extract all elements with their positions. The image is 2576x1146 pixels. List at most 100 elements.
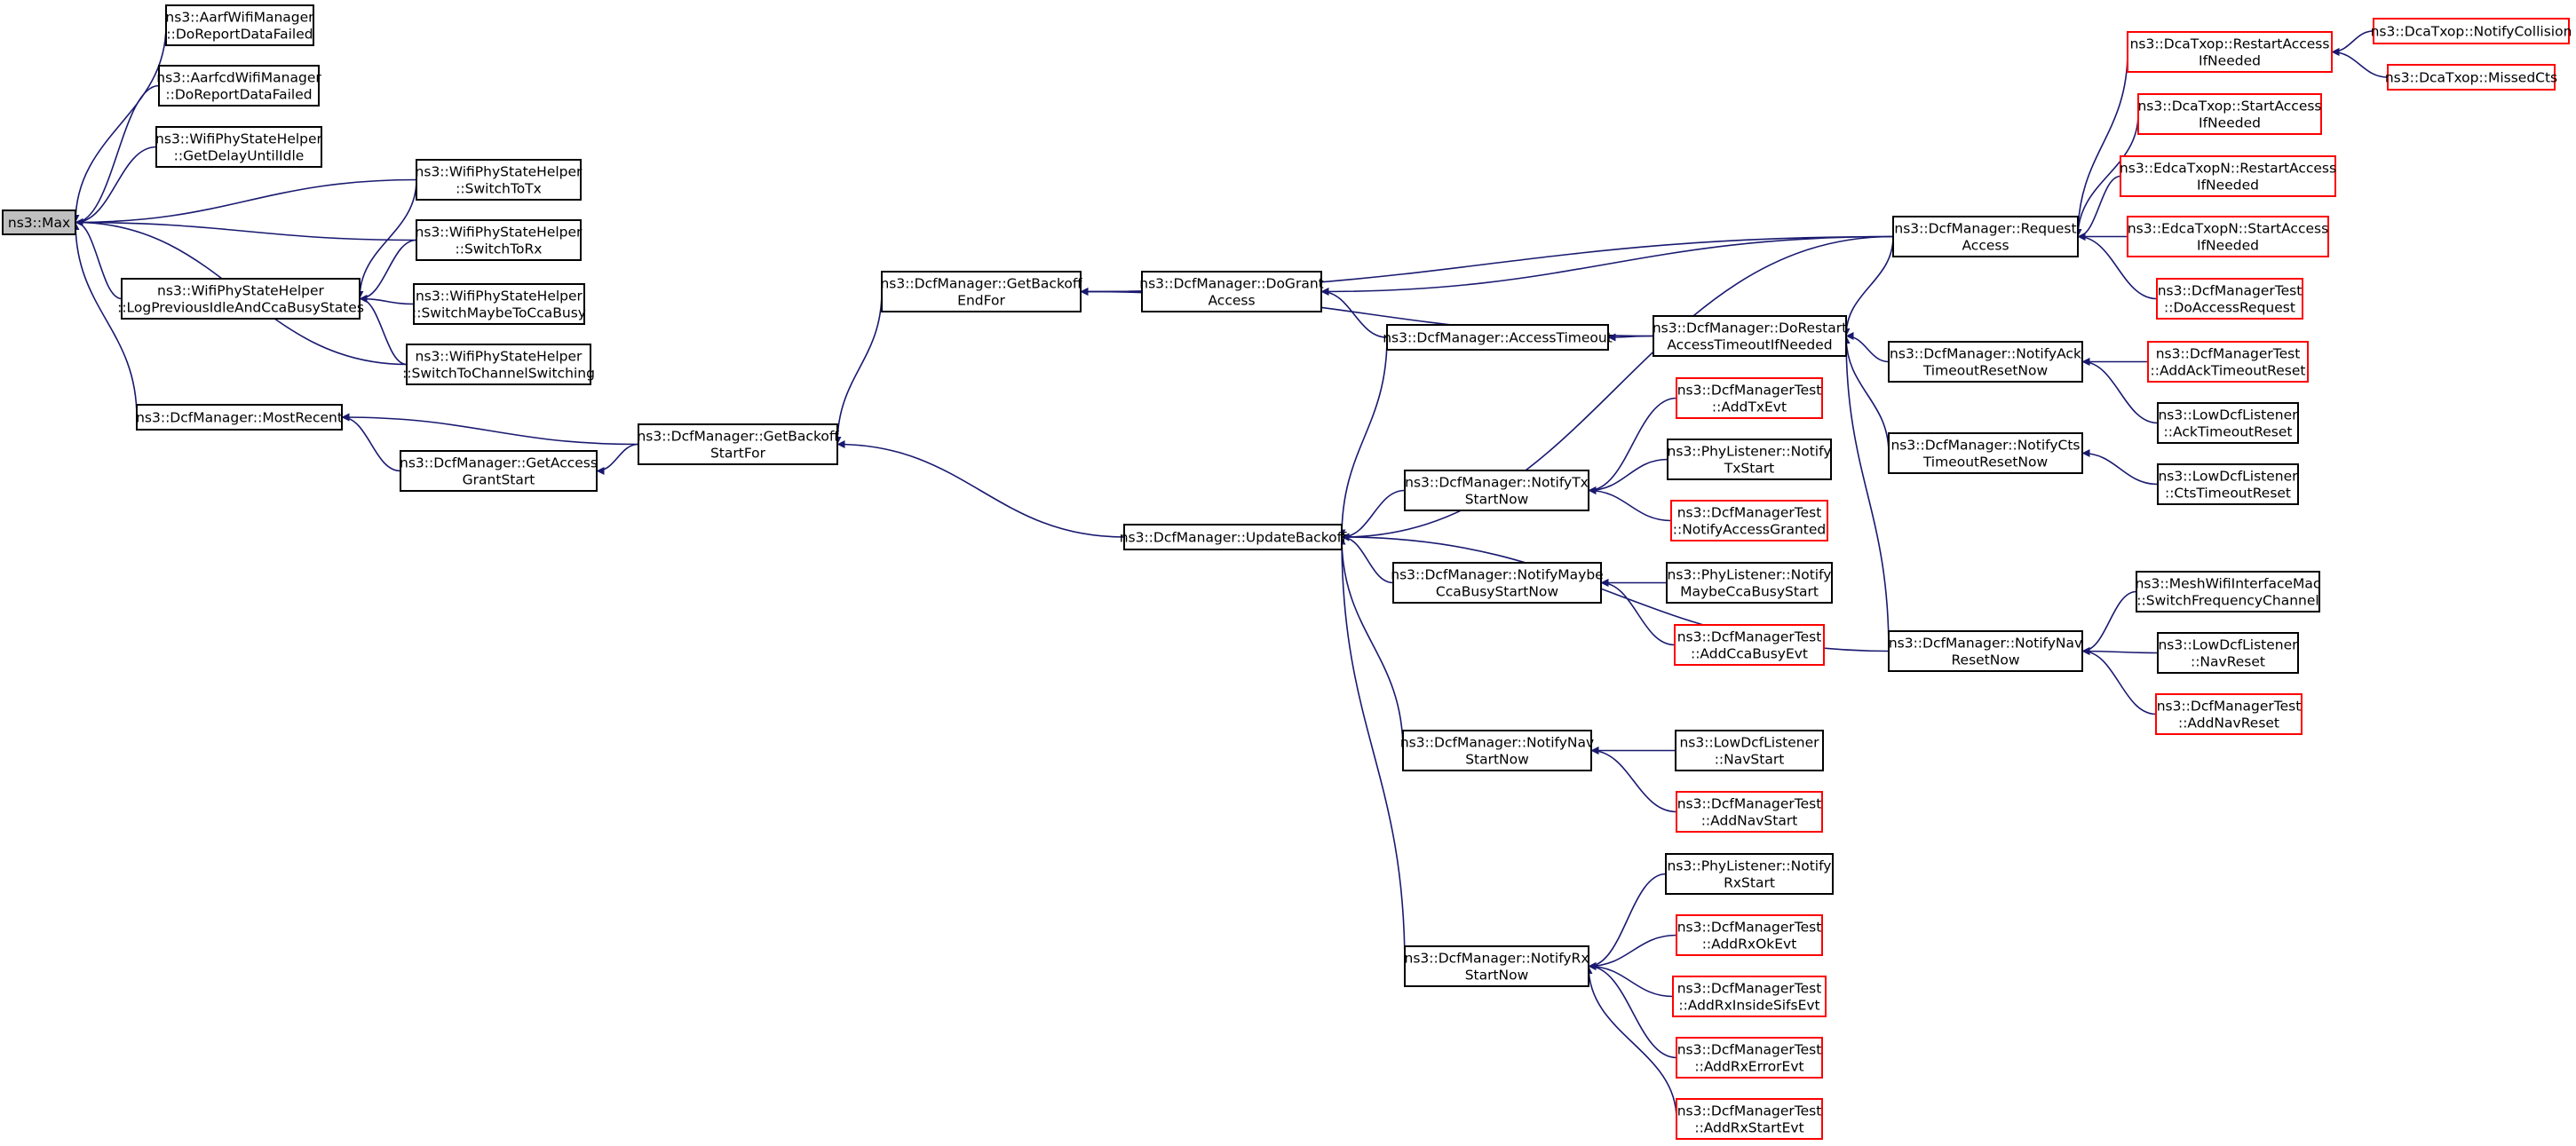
graph-node-lownavstart[interactable]: ns3::LowDcfListener::NavStart — [1675, 730, 1824, 771]
call-edge-getdelay-to-max — [75, 146, 157, 226]
graph-node-plnotifymaybe[interactable]: ns3::PhyListener::NotifyMaybeCcaBusyStar… — [1666, 562, 1833, 604]
node-box — [1888, 630, 2083, 672]
node-label-line: ns3::DcfManager::MostRecent — [136, 410, 343, 426]
graph-node-dorestart[interactable]: ns3::DcfManager::DoRestartAccessTimeoutI… — [1653, 315, 1847, 357]
graph-node-logprev[interactable]: ns3::WifiPhyStateHelper::LogPreviousIdle… — [117, 278, 364, 320]
graph-node-addrxok[interactable]: ns3::DcfManagerTest::AddRxOkEvt — [1676, 914, 1823, 956]
graph-node-switchmaybe[interactable]: ns3::WifiPhyStateHelper::SwitchMaybeToCc… — [412, 283, 586, 325]
graph-node-getdelay[interactable]: ns3::WifiPhyStateHelper::GetDelayUntilId… — [155, 126, 323, 168]
node-label-line: ns3::WifiPhyStateHelper — [416, 349, 583, 365]
call-edge-addnavreset-to-notifynavreset — [2081, 647, 2157, 715]
node-box — [1653, 315, 1847, 357]
graph-node-addnavreset[interactable]: ns3::DcfManagerTest::AddNavReset — [2155, 693, 2303, 735]
node-box — [400, 450, 598, 492]
node-box — [638, 423, 838, 465]
graph-node-switchtotx[interactable]: ns3::WifiPhyStateHelper::SwitchToTx — [416, 159, 583, 201]
graph-node-switchchan[interactable]: ns3::WifiPhyStateHelper::SwitchToChannel… — [402, 344, 595, 385]
node-label-line: ns3::EdcaTxopN::StartAccess — [2128, 221, 2328, 237]
call-edge-getbackoffstart-to-mostrecent — [341, 413, 639, 446]
node-box — [1665, 853, 1834, 895]
node-label-line: ns3::DcfManager::NotifyNav — [1889, 636, 2082, 652]
call-edge-switchtotx-to-max — [75, 178, 417, 226]
node-label-line: ::SwitchMaybeToCcaBusy — [412, 305, 586, 321]
node-label-line: EndFor — [957, 293, 1005, 309]
graph-node-max[interactable]: ns3::Max — [2, 209, 76, 235]
call-edge-plnotifyrx-to-notifyrx — [1588, 873, 1667, 970]
node-label-line: ns3::DcfManager::GetBackoff — [880, 276, 1082, 292]
node-label-line: ::AddNavReset — [2178, 715, 2279, 731]
call-edge-notifyaccessgranted-to-notifytx — [1588, 486, 1672, 522]
graph-node-doaccessreq[interactable]: ns3::DcfManagerTest::DoAccessRequest — [2156, 278, 2303, 320]
graph-node-updatebackoff[interactable]: ns3::DcfManager::UpdateBackoff — [1120, 524, 1347, 550]
graph-node-aarf[interactable]: ns3::AarfWifiManager::DoReportDataFailed — [165, 4, 314, 46]
call-edge-requestaccess-to-dorestart — [1842, 236, 1894, 336]
graph-node-notifycts[interactable]: ns3::DcfManager::NotifyCtsTimeoutResetNo… — [1888, 432, 2083, 474]
call-edge-dorestart-to-accesstimeout — [1607, 333, 1654, 342]
node-label-line: IfNeeded — [2199, 115, 2261, 131]
graph-node-addrxerror[interactable]: ns3::DcfManagerTest::AddRxErrorEvt — [1676, 1037, 1823, 1079]
node-label-line: ResetNow — [1951, 652, 2019, 668]
node-label-line: Access — [1962, 238, 2009, 254]
node-label-line: ::AddAckTimeoutReset — [2151, 363, 2306, 379]
graph-node-notifyack[interactable]: ns3::DcfManager::NotifyAckTimeoutResetNo… — [1888, 341, 2083, 383]
node-label-line: AccessTimeoutIfNeeded — [1667, 337, 1832, 353]
node-label-line: ::AddRxOkEvt — [1702, 937, 1797, 952]
graph-node-lownavreset[interactable]: ns3::LowDcfListener::NavReset — [2157, 632, 2299, 674]
node-label-line: ns3::DcfManagerTest — [1677, 1103, 1822, 1119]
node-label-line: ::AddRxStartEvt — [1694, 1120, 1803, 1136]
node-box — [2137, 93, 2322, 135]
graph-node-lowctstimeout[interactable]: ns3::LowDcfListener::CtsTimeoutReset — [2157, 463, 2299, 505]
node-box — [2155, 693, 2303, 735]
graph-node-addrxstart[interactable]: ns3::DcfManagerTest::AddRxStartEvt — [1676, 1098, 1823, 1140]
node-label-line: TxStart — [1724, 461, 1775, 477]
node-label-line: ns3::PhyListener::Notify — [1668, 858, 1832, 874]
graph-node-addccabusy[interactable]: ns3::DcfManagerTest::AddCcaBusyEvt — [1674, 624, 1825, 666]
call-edge-aarfcd-to-max — [75, 84, 160, 226]
node-box — [1392, 562, 1602, 604]
graph-node-lowacktimeout[interactable]: ns3::LowDcfListener::AckTimeoutReset — [2157, 402, 2299, 444]
node-box — [1676, 791, 1823, 833]
graph-node-meshswitch[interactable]: ns3::MeshWifiInterfaceMac::SwitchFrequen… — [2136, 571, 2321, 613]
graph-node-notifymaybe[interactable]: ns3::DcfManager::NotifyMaybeCcaBusyStart… — [1391, 562, 1604, 604]
node-box — [881, 271, 1082, 312]
graph-node-notifycollision[interactable]: ns3::DcaTxop::NotifyCollision — [2371, 18, 2572, 44]
graph-node-addacktimeout[interactable]: ns3::DcfManagerTest::AddAckTimeoutReset — [2147, 341, 2309, 383]
node-label-line: Access — [1208, 293, 1255, 309]
graph-node-addtxevt[interactable]: ns3::DcfManagerTest::AddTxEvt — [1676, 377, 1823, 419]
call-edge-notifytx-to-updatebackoff — [1341, 489, 1406, 541]
graph-node-addrxinside[interactable]: ns3::DcfManagerTest::AddRxInsideSifsEvt — [1672, 976, 1827, 1017]
call-edge-missedcts-to-dcarestart — [2331, 48, 2389, 78]
graph-node-accesstimeout[interactable]: ns3::DcfManager::AccessTimeout — [1383, 324, 1613, 351]
graph-node-notifyaccessgranted[interactable]: ns3::DcfManagerTest::NotifyAccessGranted — [1670, 500, 1828, 541]
graph-node-missedcts[interactable]: ns3::DcaTxop::MissedCts — [2385, 64, 2557, 91]
node-box — [1670, 500, 1828, 541]
call-edge-lownavreset-to-notifynavreset — [2081, 647, 2159, 656]
node-box — [2136, 571, 2320, 613]
node-label-line: TimeoutResetNow — [1922, 363, 2049, 379]
node-label-line: ns3::DcaTxop::MissedCts — [2385, 70, 2557, 86]
graph-node-switchtorx[interactable]: ns3::WifiPhyStateHelper::SwitchToRx — [416, 219, 583, 261]
node-label-line: ns3::DcfManagerTest — [1677, 920, 1822, 936]
graph-node-addnavstart[interactable]: ns3::DcfManagerTest::AddNavStart — [1676, 791, 1823, 833]
node-box — [1386, 324, 1609, 351]
node-label-line: ns3::WifiPhyStateHelper — [155, 131, 323, 147]
graph-node-aarfcd[interactable]: ns3::AarfcdWifiManager::DoReportDataFail… — [156, 65, 321, 107]
node-box — [1141, 271, 1322, 312]
graph-node-mostrecent[interactable]: ns3::DcfManager::MostRecent — [136, 404, 343, 431]
node-label-line: ns3::DcfManager::NotifyTx — [1405, 475, 1589, 491]
